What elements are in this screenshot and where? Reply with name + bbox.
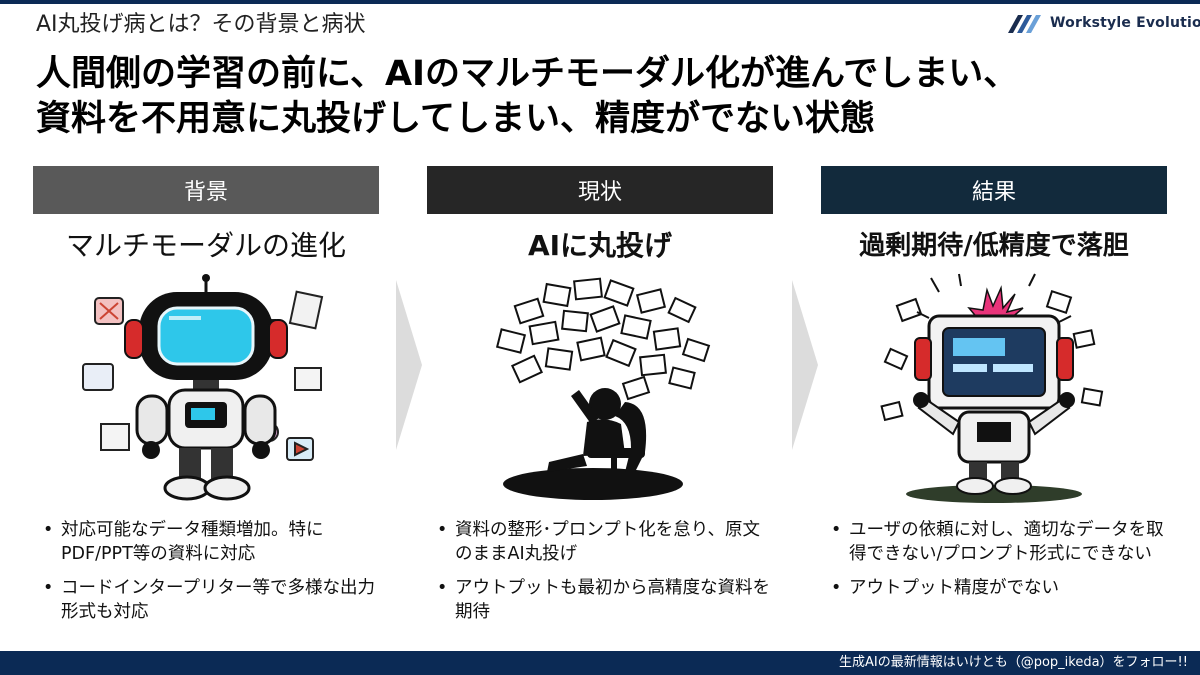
person-throwing-papers-illustration — [495, 277, 711, 500]
column-header-result: 結果 — [821, 166, 1167, 214]
chevron-right-icon — [396, 280, 422, 450]
slide-headline: 人間側の学習の前に、AIのマルチモーダル化が進んでしまい、 資料を不用意に丸投げ… — [36, 52, 1176, 142]
column-current-state: 現状 AIに丸投げ — [427, 166, 773, 626]
column-title-result: 過剰期待/低精度で落胆 — [859, 231, 1129, 261]
slide-subtitle: AI丸投げ病とは？その背景と病状 — [36, 12, 366, 37]
footer-follow-text: 生成AIの最新情報はいけとも（@pop_ikeda）をフォロー!! — [838, 655, 1188, 670]
footer-bar: 生成AIの最新情報はいけとも（@pop_ikeda）をフォロー!! — [0, 651, 1200, 675]
column-result: 結果 過剰期待/低精度で落胆 — [821, 166, 1167, 626]
bullet-item: ユーザの依頼に対し、適切なデータを取得できない/プロンプト形式にできない — [827, 518, 1167, 566]
column-background: 背景 マルチモーダルの進化 — [33, 166, 379, 626]
bullet-list-result: ユーザの依頼に対し、適切なデータを取得できない/プロンプト形式にできない アウト… — [821, 518, 1167, 600]
chevron-right-icon — [792, 280, 818, 450]
logo-mark-icon — [1008, 15, 1041, 33]
broken-robot-illustration — [880, 273, 1104, 503]
column-title-background: マルチモーダルの進化 — [65, 229, 346, 262]
bullet-item: 対応可能なデータ種類増加。特にPDF/PPT等の資料に対応 — [39, 518, 379, 566]
bullet-item: アウトプット精度がでない — [827, 576, 1167, 600]
bullet-list-background: 対応可能なデータ種類増加。特にPDF/PPT等の資料に対応 コードインタープリタ… — [33, 518, 379, 624]
top-rule — [0, 0, 1200, 4]
bullet-item: コードインタープリター等で多様な出力形式も対応 — [39, 576, 379, 624]
column-header-background: 背景 — [33, 166, 379, 214]
robot-multimodal-illustration — [82, 274, 324, 501]
headline-line-1: 人間側の学習の前に、AIのマルチモーダル化が進んでしまい、 — [36, 54, 1019, 94]
logo-text: Workstyle Evolution — [1050, 15, 1200, 31]
company-logo: Workstyle Evolution — [1004, 10, 1200, 36]
headline-line-2: 資料を不用意に丸投げしてしまい、精度がでない状態 — [36, 99, 875, 139]
column-header-current-state: 現状 — [427, 166, 773, 214]
bullet-item: 資料の整形･プロンプト化を怠り、原文のままAI丸投げ — [433, 518, 773, 566]
bullet-list-current-state: 資料の整形･プロンプト化を怠り、原文のままAI丸投げ アウトプットも最初から高精… — [427, 518, 773, 624]
bullet-item: アウトプットも最初から高精度な資料を期待 — [433, 576, 773, 624]
column-title-current-state: AIに丸投げ — [527, 229, 673, 262]
